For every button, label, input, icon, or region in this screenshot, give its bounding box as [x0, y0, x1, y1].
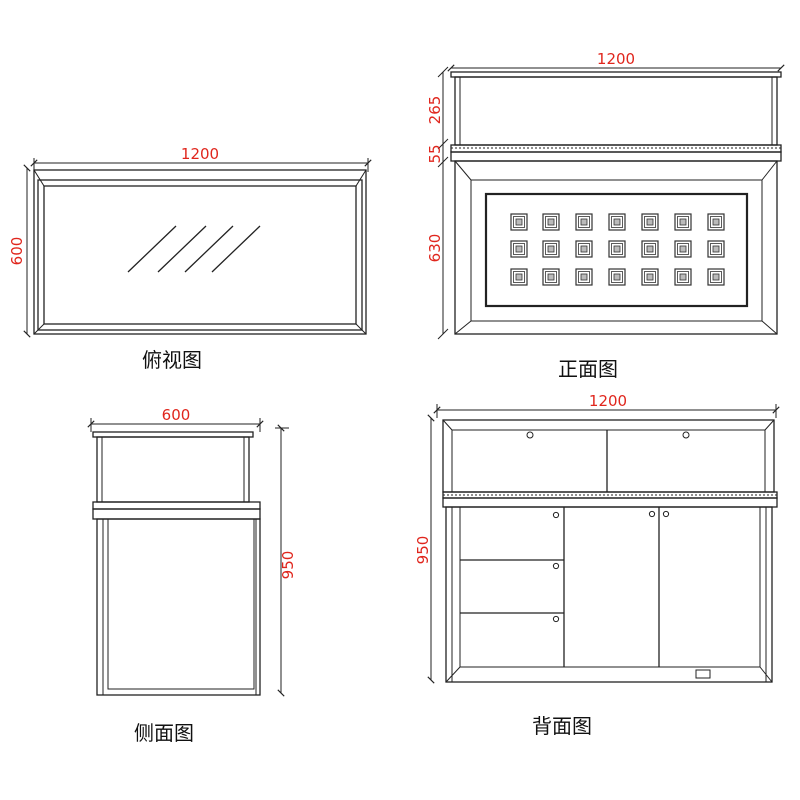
decorative-square [542, 213, 560, 231]
back-door-lock-right [662, 510, 670, 518]
top-view: 1200 600 俯视图 [8, 145, 372, 372]
front-view-caption: 正面图 [558, 357, 618, 381]
decorative-square [542, 240, 560, 258]
decorative-square [542, 268, 560, 286]
top-height-dim: 600 [8, 237, 26, 266]
back-drawer-lock-2 [552, 562, 560, 570]
front-dim-630: 630 [426, 234, 444, 263]
back-upper-lock-right [682, 431, 690, 439]
back-view-caption: 背面图 [532, 714, 592, 738]
decorative-square [707, 240, 725, 258]
front-square-pattern [510, 213, 725, 286]
decorative-square [510, 240, 528, 258]
side-view: 600 950 侧面图 [87, 406, 297, 745]
decorative-square [674, 268, 692, 286]
back-upper-showcase [442, 419, 775, 493]
back-drawer-lock-3 [552, 615, 560, 623]
back-drawer-lock-1 [552, 511, 560, 519]
decorative-square [510, 268, 528, 286]
side-upper-showcase [96, 436, 250, 503]
decorative-square [674, 240, 692, 258]
side-width-dim: 600 [162, 406, 191, 424]
decorative-square [641, 213, 659, 231]
front-top-cap [450, 71, 782, 78]
decorative-square [707, 268, 725, 286]
front-width-dim: 1200 [597, 50, 635, 68]
back-lower-cabinet [445, 506, 773, 683]
front-dim-265: 265 [426, 96, 444, 125]
decorative-square [674, 213, 692, 231]
decorative-square [575, 213, 593, 231]
decorative-square [608, 268, 626, 286]
decorative-square [641, 268, 659, 286]
back-view: 1200 950 背面图 [414, 392, 780, 738]
top-width-dim: 1200 [181, 145, 219, 163]
decorative-square [608, 213, 626, 231]
decorative-square [575, 240, 593, 258]
side-height-dim: 950 [279, 551, 297, 580]
front-view: 1200 265 55 630 正面图 [426, 50, 785, 381]
back-upper-lock-left [526, 431, 534, 439]
side-view-caption: 侧面图 [134, 721, 194, 745]
side-lower-cabinet [96, 518, 261, 696]
back-door-lock-left [648, 510, 656, 518]
side-top-cap [92, 431, 254, 438]
top-outer-frame [33, 169, 367, 335]
decorative-square [510, 213, 528, 231]
back-height-dim: 950 [414, 536, 432, 565]
front-lower-cabinet [454, 160, 778, 335]
back-width-dim: 1200 [589, 392, 627, 410]
front-decorative-panel [484, 192, 749, 308]
front-upper-showcase [454, 76, 778, 146]
decorative-square [575, 268, 593, 286]
back-vent [695, 669, 711, 679]
glass-reflection-lines [127, 225, 261, 273]
decorative-square [641, 240, 659, 258]
decorative-square [608, 240, 626, 258]
decorative-square [707, 213, 725, 231]
front-dim-55: 55 [426, 144, 444, 163]
top-view-caption: 俯视图 [142, 348, 202, 372]
